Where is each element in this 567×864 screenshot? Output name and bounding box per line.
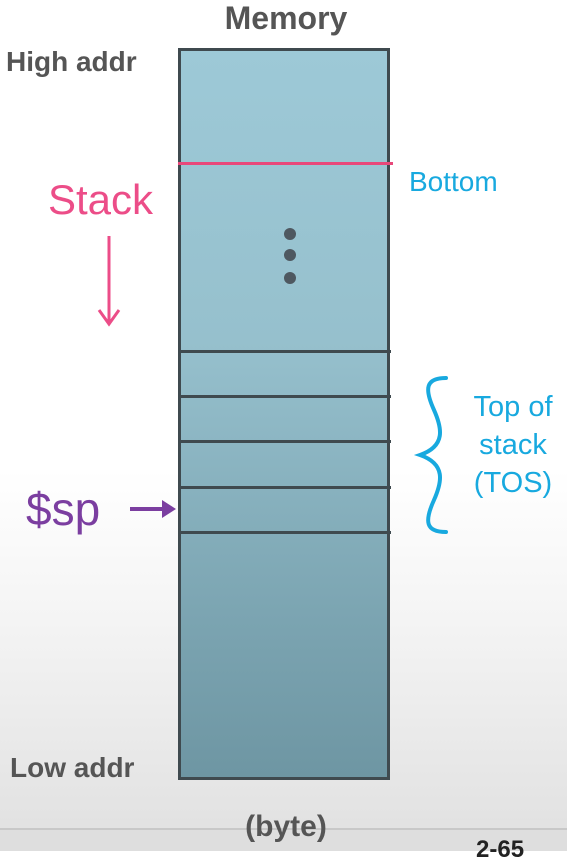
stack-pointer-label: $sp	[26, 483, 101, 535]
memory-row-divider	[181, 395, 391, 398]
unit-label: (byte)	[245, 810, 327, 843]
memory-row-divider	[181, 440, 391, 443]
memory-title: Memory	[224, 0, 348, 36]
stack-growth-arrow-icon	[97, 236, 121, 327]
memory-block	[178, 48, 390, 780]
memory-row-divider	[181, 531, 391, 534]
memory-row-divider	[181, 486, 391, 489]
page-number: 2-65	[476, 836, 525, 863]
stack-bottom-line	[178, 162, 393, 165]
ellipsis-dot	[284, 272, 296, 284]
slide-footer-bar	[0, 828, 567, 851]
tos-brace-icon	[413, 376, 448, 534]
high-address-label: High addr	[6, 46, 137, 77]
low-address-label: Low addr	[10, 752, 135, 783]
tos-label-line: (TOS)	[473, 467, 553, 499]
tos-label-line: Top of	[473, 391, 553, 423]
top-of-stack-label: Top of stack (TOS)	[458, 388, 567, 502]
stack-pointer-arrow-icon	[130, 500, 176, 518]
ellipsis-dot	[284, 228, 296, 240]
stack-bottom-label: Bottom	[409, 166, 498, 197]
ellipsis-dot	[284, 249, 296, 261]
tos-label-line: stack	[479, 429, 547, 461]
stack-label: Stack	[48, 176, 154, 223]
memory-row-divider	[181, 350, 391, 353]
